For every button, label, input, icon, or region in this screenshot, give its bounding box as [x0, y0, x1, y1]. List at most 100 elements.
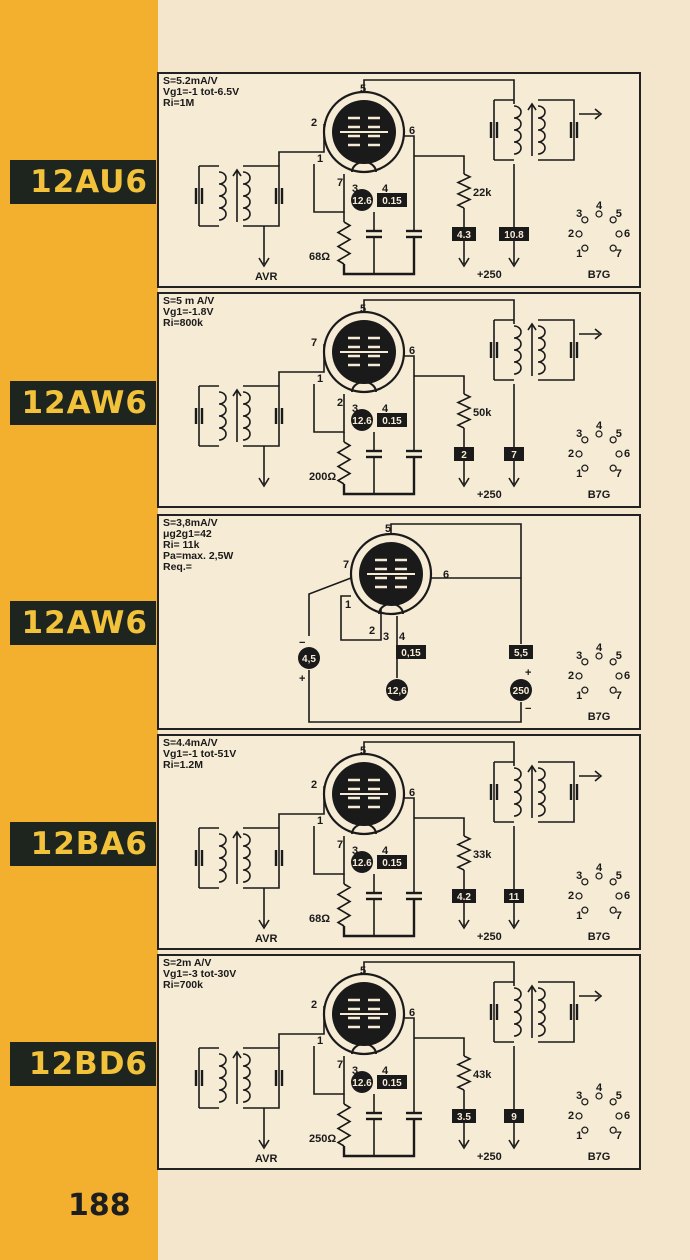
- tube-parameters: S=3,8mA/V μg2g1=42 Ri= 11k Pa=max. 2,5W …: [163, 518, 233, 573]
- pin-number: 6: [409, 1007, 415, 1019]
- socket-pin: [609, 1098, 617, 1106]
- socket-pin: [581, 686, 589, 694]
- socket-pin-number: 1: [576, 248, 582, 260]
- value-box: [396, 645, 426, 659]
- socket-pin-number: 3: [576, 870, 582, 882]
- screen-voltage: 5,5: [514, 648, 528, 659]
- arrow-head: [594, 770, 603, 782]
- socket-pin: [595, 652, 603, 660]
- value-box: [452, 889, 476, 903]
- inductor-coil: [513, 767, 522, 817]
- socket-pin: [575, 1112, 583, 1120]
- pin-number: 6: [409, 125, 415, 137]
- inductor-coil: [218, 391, 227, 441]
- pin-number: 5: [360, 745, 366, 757]
- avr-label: AVR: [255, 1153, 277, 1165]
- socket-pin-number: 6: [624, 448, 630, 460]
- socket-pin-number: 6: [624, 890, 630, 902]
- socket-pin-number: 3: [576, 208, 582, 220]
- arrow-head: [258, 1139, 270, 1150]
- socket-pin-number: 4: [596, 642, 603, 654]
- pin-number: 1: [317, 815, 323, 827]
- socket-pin-number: 5: [616, 870, 622, 882]
- arrow-head: [594, 328, 603, 340]
- wire: [538, 761, 575, 823]
- socket-pin-number: 1: [576, 690, 582, 702]
- parameter-line: Ri=700k: [163, 979, 203, 991]
- arrow-head: [458, 477, 470, 488]
- socket-pin-number: 7: [616, 1130, 622, 1142]
- inductor-coil: [537, 325, 546, 375]
- wire: [404, 355, 415, 451]
- arrow-head: [232, 1050, 242, 1059]
- wire: [340, 595, 382, 641]
- wire: [278, 786, 325, 828]
- heater-voltage: 12,6: [387, 686, 407, 697]
- arrow-head: [508, 477, 520, 488]
- polarity-plus: +: [299, 673, 305, 685]
- wire: [414, 1037, 465, 1056]
- socket-pin-number: 2: [568, 1110, 574, 1122]
- screen-resistor-value: 50k: [473, 407, 492, 419]
- parameter-line: Ri=1M: [163, 97, 195, 109]
- socket-pin-number: 3: [576, 650, 582, 662]
- value-box: [454, 447, 474, 461]
- schematic-panel: S=3,8mA/V μg2g1=42 Ri= 11k Pa=max. 2,5W …: [157, 514, 641, 730]
- pin-number: 3: [352, 845, 358, 857]
- inductor-coil: [242, 171, 251, 221]
- wire: [308, 670, 522, 723]
- socket-pin-number: 4: [596, 420, 603, 432]
- resistor: [456, 393, 472, 429]
- heater-loop: [351, 161, 377, 173]
- pin-number: 6: [409, 787, 415, 799]
- inductor-coil: [513, 105, 522, 155]
- pin-number: 7: [343, 559, 349, 571]
- value-box: [377, 1075, 407, 1089]
- inductor-coil: [513, 987, 522, 1037]
- value-box: [504, 1109, 524, 1123]
- base-type: B7G: [588, 1151, 611, 1163]
- pin-number: 2: [311, 117, 317, 129]
- inductor-coil: [242, 833, 251, 883]
- heater-current: 0.15: [382, 1078, 402, 1089]
- socket-pin-number: 1: [576, 1130, 582, 1142]
- pin-number: 4: [382, 1065, 389, 1077]
- wire: [342, 899, 416, 938]
- wire: [308, 577, 352, 636]
- wire: [538, 99, 575, 161]
- socket-pin-number: 3: [576, 428, 582, 440]
- parameter-line: Ri= 11k: [163, 539, 200, 551]
- value-box: [504, 447, 524, 461]
- socket-pin: [581, 1126, 589, 1134]
- heater-loop: [378, 603, 404, 615]
- value-box: [452, 1109, 476, 1123]
- heater-loop: [351, 381, 377, 393]
- value-box: [377, 855, 407, 869]
- arrow-head: [508, 919, 520, 930]
- pin-number: 5: [360, 303, 366, 315]
- wire: [538, 981, 575, 1043]
- page-number: 188: [68, 1188, 131, 1223]
- base-type: B7G: [588, 489, 611, 501]
- value-circle: [298, 647, 320, 669]
- screen-voltage: 2: [461, 450, 467, 461]
- socket-pin-number: 7: [616, 690, 622, 702]
- wire: [243, 827, 280, 889]
- value-box: [504, 889, 524, 903]
- inductor-coil: [218, 833, 227, 883]
- parameter-line: S=2m A/V: [163, 957, 212, 969]
- resistor: [336, 221, 352, 265]
- pin-number: 3: [352, 1065, 358, 1077]
- socket-pin: [609, 878, 617, 886]
- cathode-resistor-value: 68Ω: [309, 913, 330, 925]
- socket-pin-number: 1: [576, 468, 582, 480]
- socket-pin: [575, 672, 583, 680]
- wire: [278, 1006, 325, 1048]
- pin-number: 3: [352, 183, 358, 195]
- pin-number: 1: [345, 599, 351, 611]
- heater-loop: [351, 1043, 377, 1055]
- tube-type-label: 12BA6: [10, 822, 156, 866]
- socket-pin-number: 6: [624, 228, 630, 240]
